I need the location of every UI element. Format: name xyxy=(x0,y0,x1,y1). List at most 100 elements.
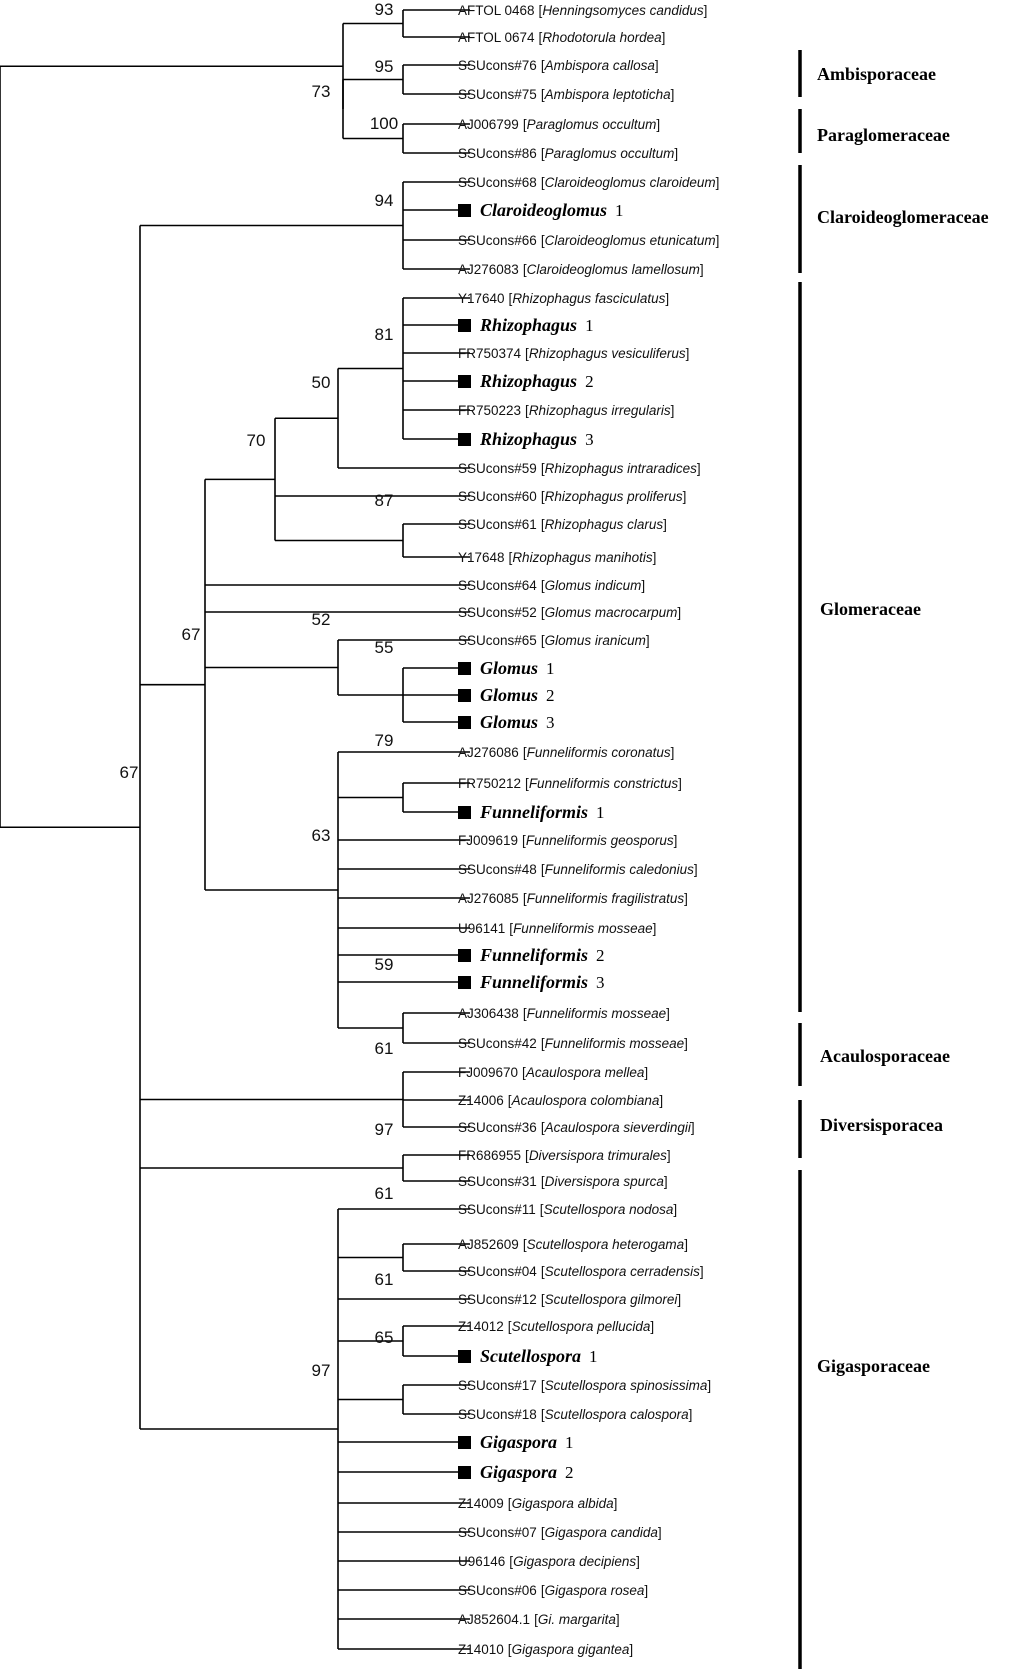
accession-id: SSUcons#11 xyxy=(458,1202,536,1217)
bracket-open: [ xyxy=(541,862,545,877)
accession-id: SSUcons#17 xyxy=(458,1378,537,1393)
accession-id: U96141 xyxy=(458,921,505,936)
accession-label: SSUcons#66[Claroideoglomus etunicatum] xyxy=(458,233,719,248)
genus-name: Rhizophagus xyxy=(479,429,577,449)
family-ambisporaceae: Ambisporaceae xyxy=(798,50,936,97)
bracket-close: ] xyxy=(674,833,678,848)
accession-label: AJ276085[Funneliformis fragilistratus] xyxy=(458,891,688,906)
bracket-close: ] xyxy=(644,1583,648,1598)
accession-label: SSUcons#75[Ambispora leptoticha] xyxy=(458,87,674,102)
genus-name: Rhizophagus xyxy=(479,371,577,391)
bracket-close: ] xyxy=(684,891,688,906)
genus-name: Gigaspora xyxy=(480,1462,557,1482)
accession-id: SSUcons#06 xyxy=(458,1583,537,1598)
bracket-open: [ xyxy=(541,58,545,73)
bracket-close: ] xyxy=(677,605,681,620)
bracket-close: ] xyxy=(671,745,675,760)
black-square-icon xyxy=(458,1466,471,1479)
bracket-close: ] xyxy=(700,1264,704,1279)
accession-label: AJ276083[Claroideoglomus lamellosum] xyxy=(458,262,704,277)
genus-name: Rhizophagus xyxy=(479,315,577,335)
leaf-52: Z14009[Gigaspora albida] xyxy=(458,1496,617,1511)
accession-id: FR750374 xyxy=(458,346,522,361)
bracket-close: ] xyxy=(655,58,659,73)
species-name: Acaulospora sieverdingii xyxy=(544,1120,692,1135)
leaf-6: SSUcons#68[Claroideoglomus claroideum] xyxy=(458,175,719,190)
bootstrap-value: 81 xyxy=(375,325,394,344)
bracket-open: [ xyxy=(534,1612,538,1627)
bracket-open: [ xyxy=(522,833,526,848)
bootstrap-value: 67 xyxy=(120,763,139,782)
family-label: Diversisporacea xyxy=(820,1115,943,1135)
accession-id: AJ276086 xyxy=(458,745,519,760)
black-square-icon xyxy=(458,433,471,446)
bracket-open: [ xyxy=(525,1148,529,1163)
bracket-close: ] xyxy=(684,1237,688,1252)
accession-label: Z14006[Acaulospora colombiana] xyxy=(458,1093,663,1108)
bootstrap-values: 9373951009481507087525567796359676197616… xyxy=(120,0,399,1380)
accession-label: SSUcons#68[Claroideoglomus claroideum] xyxy=(458,175,719,190)
accession-id: AJ276085 xyxy=(458,891,519,906)
bracket-open: [ xyxy=(523,891,527,906)
accession-label: AJ276086[Funneliformis coronatus] xyxy=(458,745,674,760)
bracket-close: ] xyxy=(691,1120,695,1135)
black-square-icon xyxy=(458,689,471,702)
isolate-number: 1 xyxy=(615,201,624,220)
black-square-icon xyxy=(458,716,471,729)
leaf-48: SSUcons#17[Scutellospora spinosissima] xyxy=(458,1378,711,1393)
bracket-open: [ xyxy=(523,1006,527,1021)
family-label: Ambisporaceae xyxy=(817,64,936,84)
bracket-close: ] xyxy=(686,346,690,361)
accession-id: SSUcons#86 xyxy=(458,146,537,161)
bracket-open: [ xyxy=(541,87,545,102)
bracket-open: [ xyxy=(508,1642,512,1657)
isolate-number: 2 xyxy=(585,372,594,391)
leaf-55: SSUcons#06[Gigaspora rosea] xyxy=(458,1583,648,1598)
bracket-open: [ xyxy=(541,1378,545,1393)
leaf-1: AFTOL 0674[Rhodotorula hordea] xyxy=(458,30,665,45)
species-name: Scutellospora gilmorei xyxy=(545,1292,679,1307)
bracket-close: ] xyxy=(663,517,667,532)
bracket-open: [ xyxy=(541,1264,545,1279)
accession-id: SSUcons#68 xyxy=(458,175,537,190)
accession-label: Z14012[Scutellospora pellucida] xyxy=(458,1319,654,1334)
accession-id: SSUcons#61 xyxy=(458,517,537,532)
bootstrap-value: 100 xyxy=(370,114,398,133)
bracket-open: [ xyxy=(523,117,527,132)
bootstrap-value: 94 xyxy=(375,191,394,210)
bracket-open: [ xyxy=(508,1093,512,1108)
species-name: Funneliformis coronatus xyxy=(527,745,671,760)
species-name: Funneliformis constrictus xyxy=(529,776,679,791)
black-square-icon xyxy=(458,319,471,332)
accession-label: Y17648[Rhizophagus manihotis] xyxy=(458,550,656,565)
isolate-number: 1 xyxy=(596,803,605,822)
accession-label: Y17640[Rhizophagus fasciculatus] xyxy=(458,291,669,306)
bootstrap-value: 79 xyxy=(375,731,394,750)
species-name: Claroideoglomus claroideum xyxy=(545,175,716,190)
accession-label: SSUcons#52[Glomus macrocarpum] xyxy=(458,605,681,620)
species-name: Acaulospora colombiana xyxy=(511,1093,660,1108)
leaf-labels: AFTOL 0468[Henningsomyces candidus]AFTOL… xyxy=(458,3,719,1657)
accession-label: SSUcons#12[Scutellospora gilmorei] xyxy=(458,1292,681,1307)
isolate-number: 2 xyxy=(596,946,605,965)
family-label: Glomeraceae xyxy=(820,599,921,619)
black-square-icon xyxy=(458,204,471,217)
accession-id: SSUcons#31 xyxy=(458,1174,537,1189)
bootstrap-value: 95 xyxy=(375,57,394,76)
bracket-close: ] xyxy=(674,146,678,161)
accession-id: SSUcons#36 xyxy=(458,1120,537,1135)
leaf-43: AJ852609[Scutellospora heterogama] xyxy=(458,1237,688,1252)
bracket-open: [ xyxy=(541,461,545,476)
bracket-open: [ xyxy=(541,175,545,190)
bootstrap-value: 93 xyxy=(375,0,394,19)
species-name: Rhizophagus fasciculatus xyxy=(512,291,665,306)
bracket-open: [ xyxy=(541,1292,545,1307)
bracket-close: ] xyxy=(666,1006,670,1021)
